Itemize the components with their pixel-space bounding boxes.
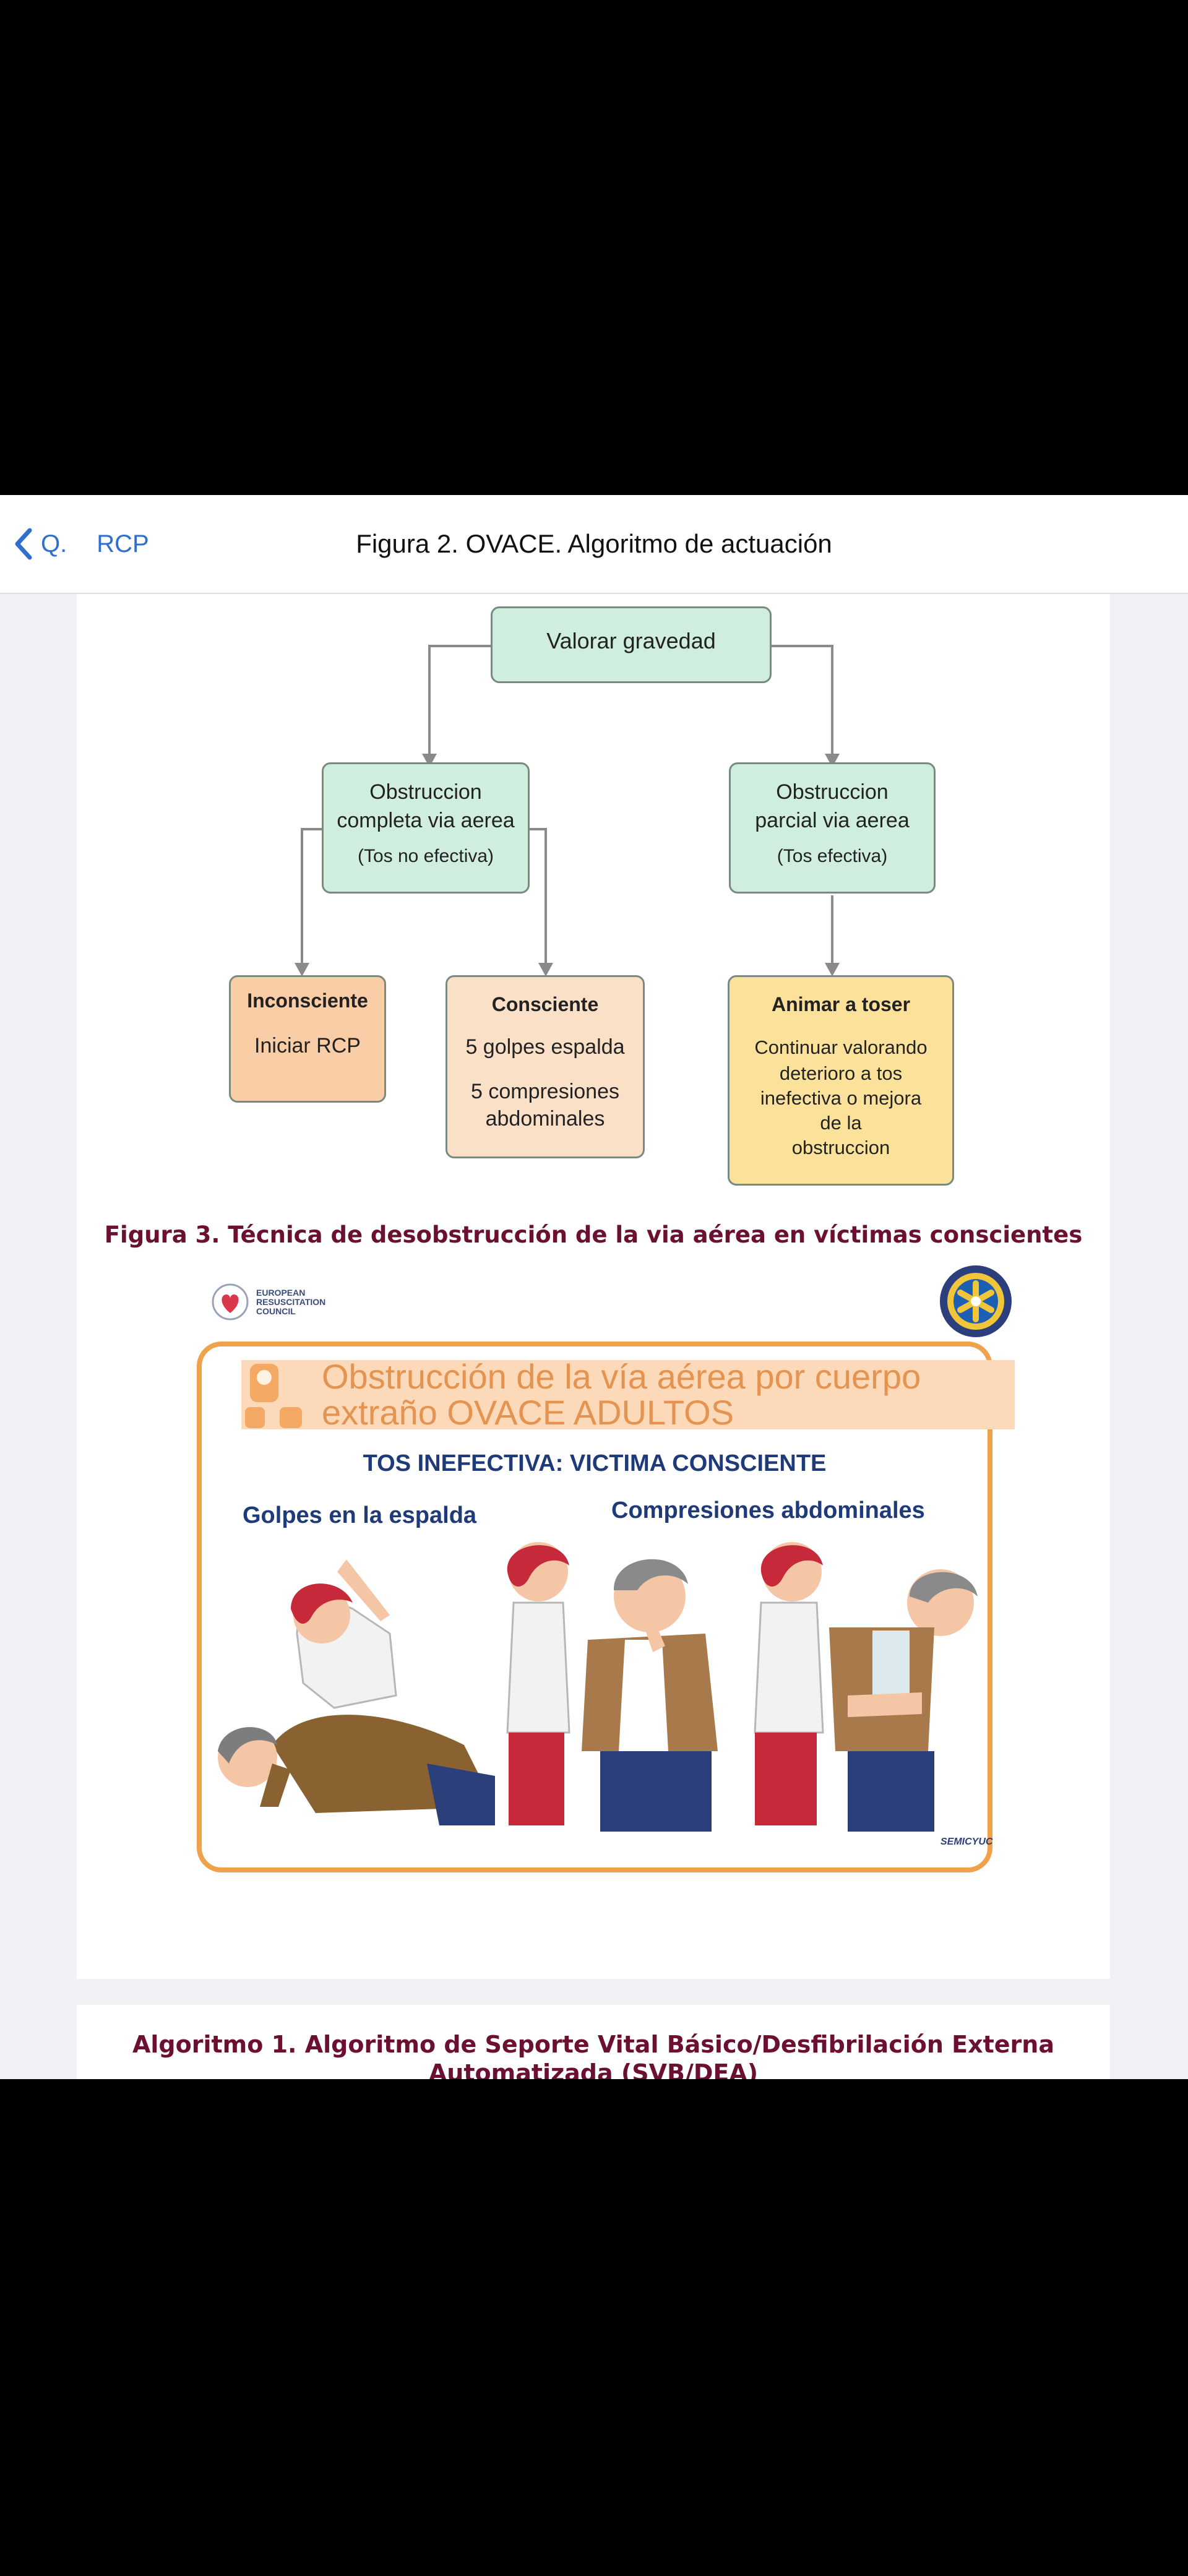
assess-severity-box: Valorar gravedad <box>491 606 772 683</box>
cough-line-1: Continuar valorando <box>754 1036 928 1058</box>
complete-line-3: (Tos no efectiva) <box>357 846 494 866</box>
abdominal-thrust-illustration-1 <box>506 1542 718 1832</box>
cough-line-2: deterioro a tos <box>779 1062 903 1084</box>
semicyuc-wordmark: SEMICYUC <box>940 1837 993 1847</box>
complete-line-1: Obstruccion <box>369 780 482 804</box>
document-page-next <box>77 2005 1110 2079</box>
figure-3-caption: Figura 3. Técnica de desobstrucción de l… <box>104 1221 1083 1248</box>
partial-line-1: Obstruccion <box>776 780 889 804</box>
breadcrumb-rcp[interactable]: RCP <box>97 530 149 558</box>
chevron-left-icon <box>15 528 32 560</box>
poster-subtitle: TOS INEFECTIVA: VICTIMA CONSCIENTE <box>363 1450 827 1476</box>
conscious-compressions: 5 compresiones <box>470 1080 619 1103</box>
cough-line-4: de la <box>820 1112 862 1134</box>
poster-banner <box>241 1360 1015 1429</box>
algorithm-1-caption-line-1: Algoritmo 1. Algoritmo de Seporte Vital … <box>132 2031 1054 2058</box>
abdominal-compressions-label: Compresiones abdominales <box>611 1497 925 1523</box>
choking-person-icon <box>245 1364 302 1428</box>
erc-text-3: COUNCIL <box>256 1306 296 1316</box>
poster-title-line-2: extraño OVACE ADULTOS <box>322 1393 734 1432</box>
erc-heart-icon <box>212 1283 249 1320</box>
conscious-title: Consciente <box>491 993 599 1015</box>
back-label[interactable]: Q. <box>41 530 67 558</box>
unconscious-box: Inconsciente Iniciar RCP <box>229 975 386 1103</box>
erc-logo: EUROPEAN RESUSCITATION COUNCIL <box>210 1282 325 1322</box>
algorithm-1-caption-line-2: Automatizada (SVB/DEA) <box>428 2059 759 2079</box>
conscious-abdominal: abdominales <box>485 1107 605 1131</box>
semicyuc-seal-icon <box>940 1265 1012 1337</box>
assess-severity-label: Valorar gravedad <box>546 628 716 653</box>
poster-title-line-1: Obstrucción de la vía aérea por cuerpo <box>322 1357 921 1396</box>
nav-header: Q. RCP Figura 2. OVACE. Algoritmo de act… <box>0 495 1188 594</box>
erc-text-2: RESUSCITATION <box>256 1296 326 1307</box>
back-blows-illustration <box>218 1559 495 1825</box>
unconscious-action: Iniciar RCP <box>254 1034 361 1058</box>
cough-title: Animar a toser <box>771 993 911 1015</box>
complete-line-2: completa via aerea <box>337 809 515 832</box>
cough-line-5: obstruccion <box>791 1137 890 1158</box>
encourage-cough-box: Animar a toser Continuar valorando deter… <box>728 975 954 1186</box>
back-blows-label: Golpes en la espalda <box>243 1502 477 1528</box>
erc-text-1: EUROPEAN <box>256 1287 306 1298</box>
page-title: Figura 2. OVACE. Algoritmo de actuación <box>356 529 832 558</box>
partial-line-2: parcial via aerea <box>755 809 910 832</box>
unconscious-title: Inconsciente <box>247 989 368 1012</box>
conscious-back-blows: 5 golpes espalda <box>465 1035 625 1059</box>
screen-bottom-letterbox <box>0 2079 1188 2576</box>
flowchart-connectors <box>295 645 840 976</box>
conscious-box: Consciente 5 golpes espalda 5 compresion… <box>446 975 645 1158</box>
partial-obstruction-box: Obstruccion parcial via aerea (Tos efect… <box>729 762 936 894</box>
partial-line-3: (Tos efectiva) <box>777 846 888 866</box>
back-button[interactable]: Q. RCP <box>11 495 149 593</box>
cough-line-3: inefectiva o mejora <box>760 1087 922 1109</box>
complete-obstruction-box: Obstruccion completa via aerea (Tos no e… <box>322 762 530 894</box>
abdominal-thrust-illustration-2 <box>754 1542 978 1832</box>
